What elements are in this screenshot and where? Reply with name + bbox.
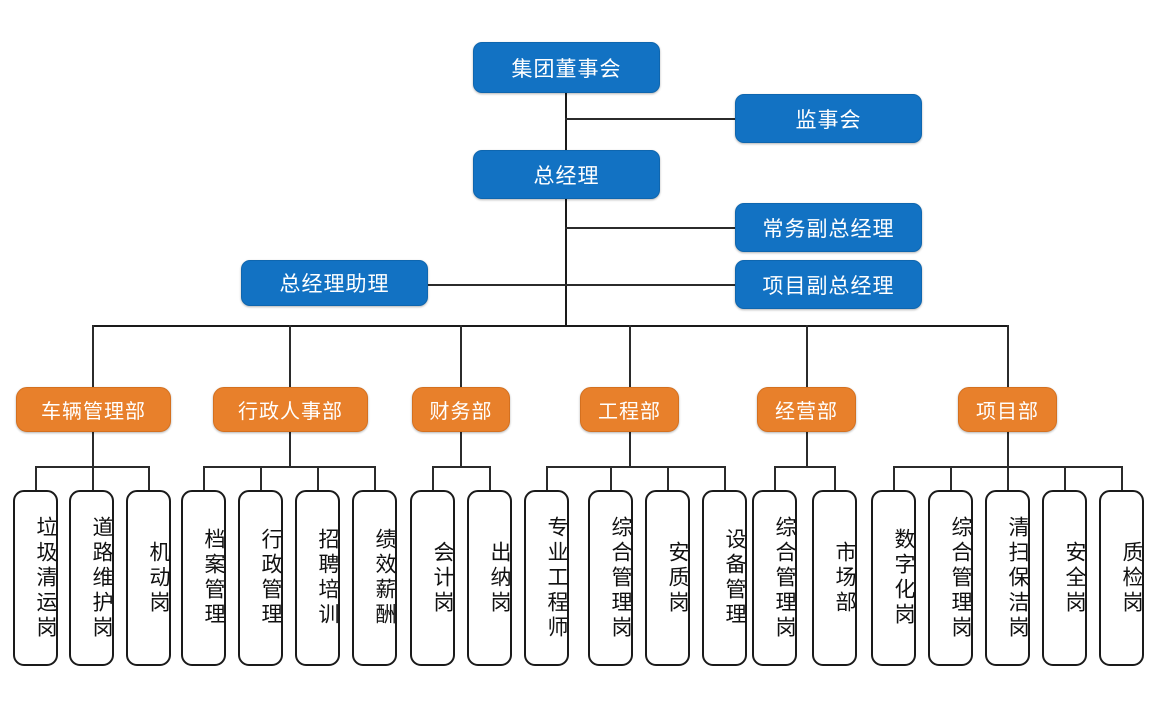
connector-bus-to-hr-dept	[289, 325, 291, 387]
connector-bus-to-engineering-dept	[629, 325, 631, 387]
connector-project-leg-5	[1121, 466, 1123, 491]
connector-operations-leg-2	[834, 466, 836, 491]
connector-engineering-dept-bar	[546, 466, 724, 468]
connector-vehicle-leg-2	[92, 466, 94, 491]
connector-engineering-leg-3	[667, 466, 669, 491]
connector-engineering-dept-drop	[629, 432, 631, 467]
node-department-5[interactable]: 项目部	[958, 387, 1057, 432]
connector-hr-leg-3	[317, 466, 319, 491]
node-position-3-1[interactable]: 综合管理岗	[588, 490, 633, 666]
node-position-5-4[interactable]: 质检岗	[1099, 490, 1144, 666]
connector-spine-to-supervisory	[565, 118, 736, 120]
connector-hr-leg-1	[203, 466, 205, 491]
connector-operations-dept-drop	[806, 432, 808, 467]
connector-spine-to-project-deputy	[565, 284, 736, 286]
node-position-0-1[interactable]: 道路维护岗	[69, 490, 114, 666]
node-department-0[interactable]: 车辆管理部	[16, 387, 171, 432]
node-general-manager[interactable]: 总经理	[473, 150, 660, 199]
connector-finance-leg-2	[489, 466, 491, 491]
node-gm-assistant[interactable]: 总经理助理	[241, 260, 428, 306]
connector-bus-to-operations-dept	[806, 325, 808, 387]
connector-finance-dept-drop	[460, 432, 462, 467]
connector-finance-dept-bar	[432, 466, 489, 468]
connector-gm-assistant-to-spine	[427, 284, 566, 286]
node-project-deputy-gm[interactable]: 项目副总经理	[735, 260, 922, 309]
connector-board-to-gm	[565, 92, 567, 152]
node-position-5-0[interactable]: 数字化岗	[871, 490, 916, 666]
connector-hr-leg-4	[374, 466, 376, 491]
connector-bus-to-project-dept	[1007, 325, 1009, 387]
node-executive-deputy-gm[interactable]: 常务副总经理	[735, 203, 922, 252]
node-board-of-directors[interactable]: 集团董事会	[473, 42, 660, 93]
node-supervisory-board[interactable]: 监事会	[735, 94, 922, 143]
node-department-2[interactable]: 财务部	[412, 387, 510, 432]
connector-vehicle-dept-drop	[92, 432, 94, 467]
node-position-1-3[interactable]: 绩效薪酬	[352, 490, 397, 666]
node-position-1-0[interactable]: 档案管理	[181, 490, 226, 666]
connector-hr-leg-2	[260, 466, 262, 491]
connector-project-dept-drop	[1007, 432, 1009, 467]
node-position-2-0[interactable]: 会计岗	[410, 490, 455, 666]
node-position-1-2[interactable]: 招聘培训	[295, 490, 340, 666]
connector-bus-to-vehicle-dept	[92, 325, 94, 387]
connector-department-bus	[92, 325, 1008, 327]
node-position-5-2[interactable]: 清扫保洁岗	[985, 490, 1030, 666]
connector-hr-dept-bar	[203, 466, 375, 468]
connector-gm-spine	[565, 198, 567, 326]
connector-engineering-leg-2	[610, 466, 612, 491]
connector-project-leg-4	[1064, 466, 1066, 491]
connector-operations-leg-1	[774, 466, 776, 491]
node-department-1[interactable]: 行政人事部	[213, 387, 368, 432]
connector-spine-to-executive-deputy	[565, 227, 736, 229]
connector-vehicle-leg-1	[35, 466, 37, 491]
node-position-3-0[interactable]: 专业工程师	[524, 490, 569, 666]
connector-hr-dept-drop	[289, 432, 291, 467]
node-position-2-1[interactable]: 出纳岗	[467, 490, 512, 666]
connector-finance-leg-1	[432, 466, 434, 491]
connector-vehicle-leg-3	[148, 466, 150, 491]
connector-engineering-leg-4	[724, 466, 726, 491]
node-position-4-0[interactable]: 综合管理岗	[752, 490, 797, 666]
node-department-4[interactable]: 经营部	[757, 387, 856, 432]
connector-project-leg-3	[1007, 466, 1009, 491]
node-position-4-1[interactable]: 市场部	[812, 490, 857, 666]
node-position-1-1[interactable]: 行政管理	[238, 490, 283, 666]
node-position-5-3[interactable]: 安全岗	[1042, 490, 1087, 666]
node-position-3-2[interactable]: 安质岗	[645, 490, 690, 666]
node-position-0-2[interactable]: 机动岗	[126, 490, 171, 666]
connector-operations-dept-bar	[774, 466, 835, 468]
connector-bus-to-finance-dept	[460, 325, 462, 387]
node-position-5-1[interactable]: 综合管理岗	[928, 490, 973, 666]
connector-project-leg-1	[893, 466, 895, 491]
connector-project-leg-2	[950, 466, 952, 491]
node-position-0-0[interactable]: 垃圾清运岗	[13, 490, 58, 666]
node-position-3-3[interactable]: 设备管理	[702, 490, 747, 666]
node-department-3[interactable]: 工程部	[580, 387, 679, 432]
connector-engineering-leg-1	[546, 466, 548, 491]
